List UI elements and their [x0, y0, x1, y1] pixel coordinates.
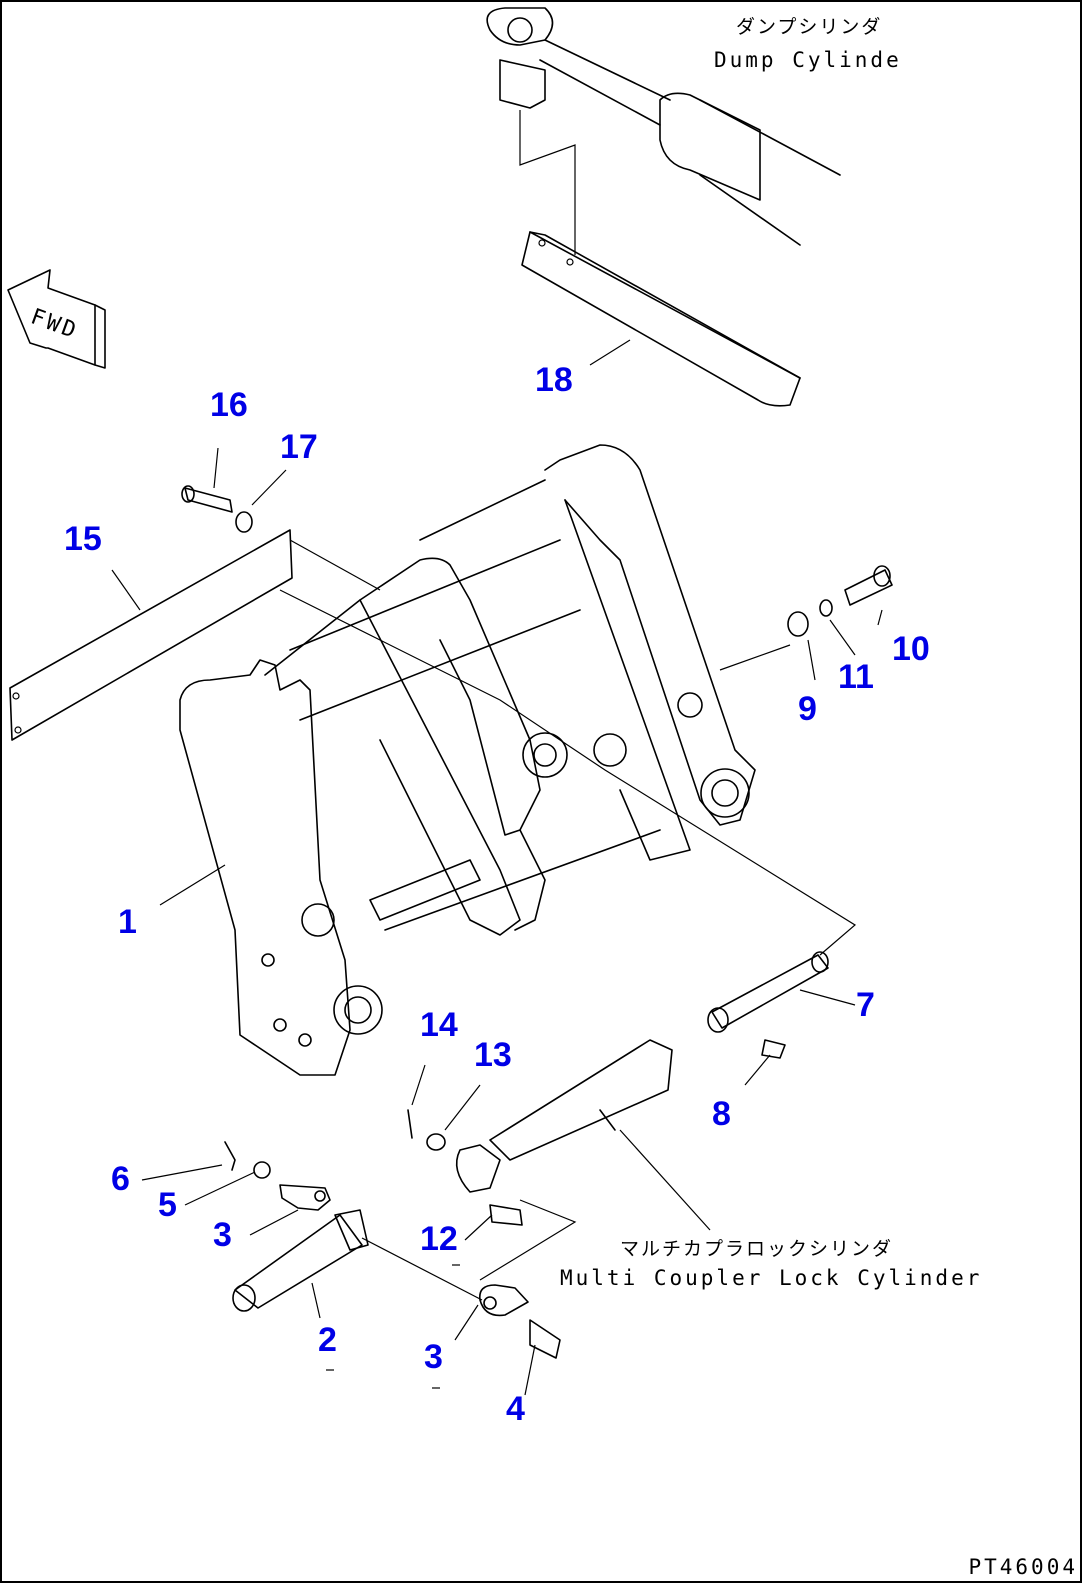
- callout-16: 16: [210, 386, 248, 424]
- plate-washer-3-5-6: [224, 1141, 331, 1211]
- callout-11: 11: [838, 658, 874, 696]
- callout-12: 12: [420, 1220, 458, 1258]
- dump-cylinder-label-jp: ダンプシリンダ: [736, 16, 883, 38]
- callout-18: 18: [535, 361, 573, 399]
- callout-3-lower: 3: [424, 1338, 443, 1376]
- bolt-washer-16-17: [181, 485, 253, 533]
- bolt-washers-9-10-11: [787, 565, 893, 637]
- callout-13: 13: [474, 1036, 512, 1074]
- pin-part-7-and-8: [707, 951, 829, 1059]
- plate-bolt-3-4: [478, 1284, 561, 1359]
- drawing-id: PT46004: [968, 1555, 1078, 1579]
- dump-cylinder-drawing: [486, 7, 841, 255]
- callout-8: 8: [712, 1095, 731, 1133]
- callout-15: 15: [64, 520, 102, 558]
- callout-7: 7: [856, 986, 875, 1024]
- plate-part-15: [9, 529, 381, 741]
- dump-cylinder-label-en: Dump Cylinde: [714, 48, 902, 72]
- lock-cylinder-drawing: [455, 1039, 711, 1231]
- lock-cylinder-label-en: Multi Coupler Lock Cylinder: [560, 1266, 983, 1290]
- callout-5: 5: [158, 1186, 177, 1224]
- callout-9: 9: [798, 690, 817, 728]
- callout-1: 1: [118, 903, 137, 941]
- strip-part-18: [521, 231, 801, 407]
- callout-4: 4: [506, 1390, 525, 1428]
- leader-lines: [111, 339, 883, 1396]
- callout-2: 2: [318, 1321, 337, 1359]
- lock-cylinder-label-jp: マルチカプラロックシリンダ: [620, 1238, 894, 1260]
- callout-10: 10: [892, 630, 930, 668]
- callout-6: 6: [111, 1160, 130, 1198]
- callout-14: 14: [420, 1006, 458, 1044]
- fwd-arrow: [7, 269, 106, 369]
- pin-part-2: [232, 1209, 483, 1312]
- coupler-frame-part-1: [179, 444, 857, 1076]
- callout-3-upper: 3: [213, 1216, 232, 1254]
- callout-17: 17: [280, 428, 318, 466]
